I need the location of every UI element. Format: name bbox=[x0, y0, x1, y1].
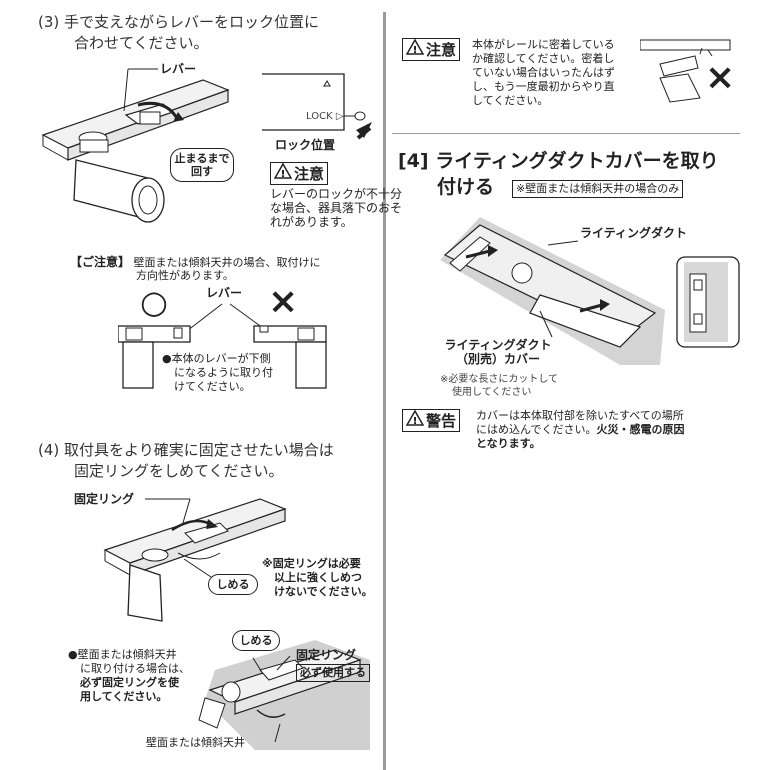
caution2-line: し、もう一度最初からやり直 bbox=[472, 80, 615, 93]
cross-section-inset bbox=[676, 256, 740, 348]
detached-fixture-illustration bbox=[640, 39, 731, 103]
wall-mount-note-line: に取り付ける場合は、 bbox=[80, 662, 190, 675]
must-use-tag: 必ず使用する bbox=[296, 664, 370, 682]
svg-text:!: ! bbox=[413, 45, 418, 55]
warning-text: カバーは本体取付部を除いたすべての場所 にはめ込んでください。火災・感電の原因 … bbox=[476, 409, 684, 451]
warning-line1: カバーは本体取付部を除いたすべての場所 bbox=[476, 409, 684, 422]
warning-triangle-icon: ! bbox=[405, 409, 425, 431]
duct-cover-illustration bbox=[440, 217, 665, 365]
wall-only-tag: ※壁面または傾斜天井の場合のみ bbox=[512, 180, 684, 198]
wall-mount-note: ●壁面または傾斜天井 に取り付ける場合は、 必ず固定リングを使 用してください。 bbox=[68, 648, 190, 704]
notice-heading: 【ご注意】 壁面または傾斜天井の場合、取付けに bbox=[70, 255, 321, 270]
svg-text:!: ! bbox=[281, 169, 286, 179]
wall-mount-note-line: ●壁面または傾斜天井 bbox=[68, 648, 177, 661]
cut-note-line2: 使用してください bbox=[452, 387, 532, 398]
fixing-ring-illustration bbox=[103, 498, 287, 622]
lever-rotation-illustration bbox=[41, 79, 230, 223]
caution2-line: 本体がレールに密着している bbox=[472, 38, 615, 51]
wall-mount-illustration bbox=[198, 640, 370, 750]
caution-line: な場合、器具落下のおそ bbox=[270, 201, 403, 215]
step4-line1: 取付具をより確実に固定させたい場合は bbox=[64, 441, 334, 459]
ring-warning-line: 以上に強くしめつ bbox=[274, 571, 362, 584]
column-divider bbox=[383, 12, 386, 770]
caution2-line: してください。 bbox=[472, 94, 549, 107]
duct-cover-label: ライティングダクト （別売）カバー bbox=[418, 338, 578, 366]
lock-position-label: ロック位置 bbox=[275, 138, 336, 152]
caution-title-2: 注意 bbox=[426, 40, 457, 59]
wall-mount-note-line: 必ず固定リングを使 bbox=[80, 676, 179, 689]
warning-line2-plain: にはめ込んでください。 bbox=[476, 423, 597, 436]
rotate-until-stop-line1: 止まるまで bbox=[174, 152, 230, 165]
notice-tag: 【ご注意】 bbox=[70, 255, 131, 269]
lever-down-note-line: ●本体のレバーが下側 bbox=[162, 352, 271, 365]
caution-line: れがあります。 bbox=[270, 215, 353, 229]
caution-line: レバーのロックが不十分 bbox=[270, 187, 403, 201]
step3-heading: (3) 手で支えながらレバーをロック位置に bbox=[38, 12, 319, 33]
caution-text-2: 本体がレールに密着している か確認してください。密着し ていない場合はいったんは… bbox=[472, 38, 615, 108]
notice-line1: 壁面または傾斜天井の場合、取付けに bbox=[133, 256, 321, 269]
warning-badge: ! 警告 bbox=[402, 409, 461, 432]
warning-line2-bold: 火災・感電の原因 bbox=[596, 423, 685, 436]
wall-mount-note-line: 用してください。 bbox=[80, 690, 168, 703]
lock-text-label: LOCK bbox=[306, 111, 333, 122]
lighting-duct-label: ライティングダクト bbox=[580, 226, 688, 240]
cut-note-line1: ※必要な長さにカットして bbox=[440, 374, 559, 385]
lever-leader-line bbox=[123, 68, 158, 112]
step4-number: (4) bbox=[38, 441, 60, 459]
svg-text:!: ! bbox=[413, 416, 418, 426]
warning-line3: となります。 bbox=[476, 437, 541, 450]
lever-down-note-line: けてください。 bbox=[174, 380, 251, 393]
step3-line1: 手で支えながらレバーをロック位置に bbox=[64, 13, 320, 31]
caution-title: 注意 bbox=[294, 164, 325, 183]
step3-line2: 合わせてください。 bbox=[74, 34, 209, 52]
caution-badge-2: ! 注意 bbox=[402, 38, 461, 61]
fixing-ring-label-2: 固定リング bbox=[296, 648, 357, 662]
ring-warning-line: けないでください。 bbox=[274, 585, 373, 598]
lever-down-note: ●本体のレバーが下側 になるように取り付 けてください。 bbox=[162, 352, 273, 394]
section4-title: [4] ライティングダクトカバーを取り bbox=[398, 150, 719, 172]
lever-label-2: レバー bbox=[206, 286, 243, 300]
caution2-line: ていない場合はいったんはず bbox=[472, 66, 615, 79]
warning-triangle-icon: ! bbox=[405, 38, 425, 60]
section-divider bbox=[392, 133, 740, 134]
fixing-ring-label: 固定リング bbox=[74, 492, 135, 506]
ok-mark: ○ bbox=[140, 283, 168, 321]
lock-text: LOCK ▷ bbox=[306, 111, 344, 122]
step4-heading: (4) 取付具をより確実に固定させたい場合は bbox=[38, 440, 334, 461]
caution-text: レバーのロックが不十分 な場合、器具落下のおそ れがあります。 bbox=[270, 187, 402, 229]
lever-label: レバー bbox=[160, 62, 197, 76]
step3-number: (3) bbox=[38, 13, 60, 31]
wall-label: 壁面または傾斜天井 bbox=[146, 736, 245, 749]
lock-detail-illustration bbox=[262, 73, 372, 140]
section4-title-line2: 付ける bbox=[437, 176, 495, 198]
mounting-direction-illustration bbox=[118, 303, 327, 389]
tighten-bubble: しめる bbox=[208, 574, 258, 595]
ring-warning-line: ※固定リングは必要 bbox=[262, 557, 361, 570]
ng-mark-2: × bbox=[705, 57, 736, 98]
warning-line2: にはめ込んでください。火災・感電の原因 bbox=[476, 423, 684, 437]
lever-down-note-line: になるように取り付 bbox=[174, 366, 273, 379]
step4-line2: 固定リングをしめてください。 bbox=[74, 462, 284, 480]
ring-warning: ※固定リングは必要 以上に強くしめつ けないでください。 bbox=[262, 557, 373, 599]
caution-badge: ! 注意 bbox=[270, 162, 329, 185]
warning-title: 警告 bbox=[426, 411, 457, 430]
ng-mark: × bbox=[268, 281, 299, 322]
duct-cover-label-line1: ライティングダクト bbox=[444, 338, 552, 352]
rotate-until-stop-bubble: 止まるまで 回す bbox=[170, 148, 234, 182]
warning-triangle-icon: ! bbox=[273, 162, 293, 184]
duct-cover-label-line2: （別売）カバー bbox=[455, 352, 540, 366]
tighten-bubble-2: しめる bbox=[232, 630, 280, 651]
notice-line2: 方向性があります。 bbox=[136, 269, 234, 282]
rotate-until-stop-line2: 回す bbox=[191, 165, 213, 178]
caution2-line: か確認してください。密着し bbox=[472, 52, 615, 65]
cut-note: ※必要な長さにカットして 使用してください bbox=[440, 373, 558, 399]
